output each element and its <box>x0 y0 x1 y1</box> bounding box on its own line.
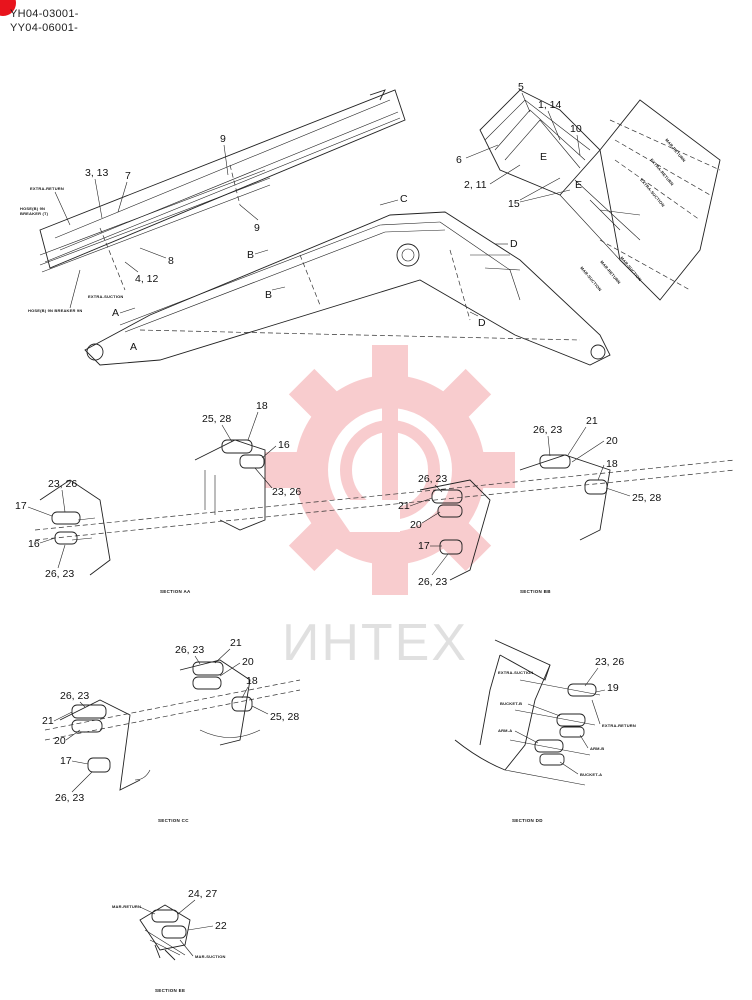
ee-note-mr-suction: MAR-SUCTION <box>195 954 226 959</box>
serial-range-1: YH04-03001- <box>10 8 79 20</box>
aa-callout-25-28: 25, 28 <box>202 413 231 425</box>
note-mr-suction-2: MAR-SUCTION <box>619 255 643 282</box>
note-hose-breaker-bottom: HOSE(B) 9N BREAKER 9N <box>28 308 82 313</box>
cc-callout-18: 18 <box>246 675 258 687</box>
note-extra-suction: EXTRA-SUCTION <box>88 294 124 299</box>
note-hose-breaker-2: BREAKER (T) <box>20 211 49 216</box>
callout-5: 5 <box>518 81 524 93</box>
cc-callout-17: 17 <box>60 755 72 767</box>
serial-range-2: YY04-06001- <box>10 22 79 34</box>
cc-callout-26-23-bottom: 26, 23 <box>55 792 84 804</box>
marker-b-bottom: B <box>265 289 272 301</box>
aa-callout-16-top: 16 <box>278 439 290 451</box>
aa-callout-23-26-top: 23, 26 <box>272 486 301 498</box>
arm-assembly <box>479 89 721 301</box>
bb-callout-26-23-bottom: 26, 23 <box>418 576 447 588</box>
aa-callout-26-23: 26, 23 <box>45 568 74 580</box>
bb-callout-20-mid: 20 <box>410 519 422 531</box>
section-aa-bb-drawing <box>34 439 736 581</box>
dd-note-extra-return: EXTRA-RETURN <box>602 723 636 728</box>
marker-b-top: B <box>247 249 254 261</box>
callout-9-top: 9 <box>220 133 226 145</box>
bb-callout-26-23-mid: 26, 23 <box>418 473 447 485</box>
marker-c: C <box>400 193 408 205</box>
note-hose-breaker-1: HOSE(B) 9N <box>20 206 45 211</box>
callout-1-14: 1, 14 <box>538 99 562 111</box>
marker-a-top: A <box>112 307 119 319</box>
callout-6: 6 <box>456 154 462 166</box>
cc-callout-25-28: 25, 28 <box>270 711 299 723</box>
marker-d-bottom: D <box>478 317 486 329</box>
aa-callout-18: 18 <box>256 400 268 412</box>
section-aa-title: SECTION AA <box>160 589 191 594</box>
note-mr-return-2: MAR-RETURN <box>599 259 622 285</box>
note-mr-suction: MAR-SUCTION <box>579 265 603 292</box>
dd-note-bucket-b: BUCKET-B <box>500 701 522 706</box>
callout-9-bottom: 9 <box>254 222 260 234</box>
dd-note-arm-b: ARM-B <box>590 746 604 751</box>
dd-callout-23-26: 23, 26 <box>595 656 624 668</box>
marker-a-bottom: A <box>130 341 137 353</box>
note-mr-return: MAR-RETURN <box>664 137 687 163</box>
watermark-gear-logo: ИНТЕХ <box>265 345 515 672</box>
ee-callout-24-27: 24, 27 <box>188 888 217 900</box>
section-aa-callouts: 25, 28 18 16 23, 26 23, 26 17 16 26, 23 … <box>15 400 301 594</box>
section-ee-drawing <box>139 904 191 961</box>
corner-badge <box>0 0 16 16</box>
main-view-callouts: 9 9 3, 13 7 8 4, 12 5 1, 14 10 6 2, 11 1… <box>85 81 582 285</box>
note-extra-suction-arm: EXTRA-SUCTION <box>639 177 666 207</box>
section-cc-callouts: 26, 23 21 20 18 25, 28 26, 23 21 20 17 2… <box>42 637 299 823</box>
callout-8: 8 <box>168 255 174 267</box>
section-cc-drawing <box>44 659 301 791</box>
cc-callout-26-23-top: 26, 23 <box>175 644 204 656</box>
dd-note-extra-suction: EXTRA-SUCTION <box>498 670 534 675</box>
callout-10: 10 <box>570 123 582 135</box>
marker-e-top: E <box>540 151 547 163</box>
cc-callout-21-top: 21 <box>230 637 242 649</box>
dd-callout-19: 19 <box>607 682 619 694</box>
callout-3-13: 3, 13 <box>85 167 109 179</box>
marker-d-top: D <box>510 238 518 250</box>
callout-15: 15 <box>508 198 520 210</box>
aa-callout-17: 17 <box>15 500 27 512</box>
cc-callout-21-mid: 21 <box>42 715 54 727</box>
callout-2-11: 2, 11 <box>464 179 487 191</box>
aa-callout-16-bottom: 16 <box>28 538 40 550</box>
section-ee-title: SECTION EE <box>155 988 185 993</box>
section-bb-title: SECTION BB <box>520 589 551 594</box>
callout-4-12: 4, 12 <box>135 273 159 285</box>
section-ee-callouts: 24, 27 22 MAR-RETURN MAR-SUCTION SECTION… <box>112 888 227 993</box>
dd-note-arm-a: ARM-A <box>498 728 512 733</box>
cc-callout-26-23-mid: 26, 23 <box>60 690 89 702</box>
callout-7: 7 <box>125 170 131 182</box>
section-markers: A A B B C D D E E <box>112 151 582 353</box>
bb-callout-25-28: 25, 28 <box>632 492 661 504</box>
bb-callout-21-mid: 21 <box>398 500 410 512</box>
bb-callout-20-top: 20 <box>606 435 618 447</box>
ee-note-mr-return: MAR-RETURN <box>112 904 141 909</box>
section-cc-title: SECTION CC <box>158 818 189 823</box>
cc-callout-20-top: 20 <box>242 656 254 668</box>
note-extra-return: EXTRA-RETURN <box>30 186 64 191</box>
watermark-brand: ИНТЕХ <box>282 614 468 672</box>
section-bb-callouts: 26, 23 21 20 18 25, 28 26, 23 21 20 17 2… <box>398 415 661 594</box>
bb-callout-26-23-top: 26, 23 <box>533 424 562 436</box>
aa-callout-23-26-left: 23, 26 <box>48 478 77 490</box>
ee-callout-22: 22 <box>215 920 227 932</box>
section-dd-title: SECTION DD <box>512 818 543 823</box>
bb-callout-17: 17 <box>418 540 430 552</box>
bb-callout-21-top: 21 <box>586 415 598 427</box>
section-dd-drawing <box>454 639 601 786</box>
section-dd-callouts: 23, 26 19 EXTRA-SUCTION EXTRA-RETURN BUC… <box>498 656 636 823</box>
bb-callout-18: 18 <box>606 458 618 470</box>
dd-note-bucket-a: BUCKET-A <box>580 772 602 777</box>
marker-e-bottom: E <box>575 179 582 191</box>
boom-assembly <box>39 89 611 366</box>
cc-callout-20-mid: 20 <box>54 735 66 747</box>
